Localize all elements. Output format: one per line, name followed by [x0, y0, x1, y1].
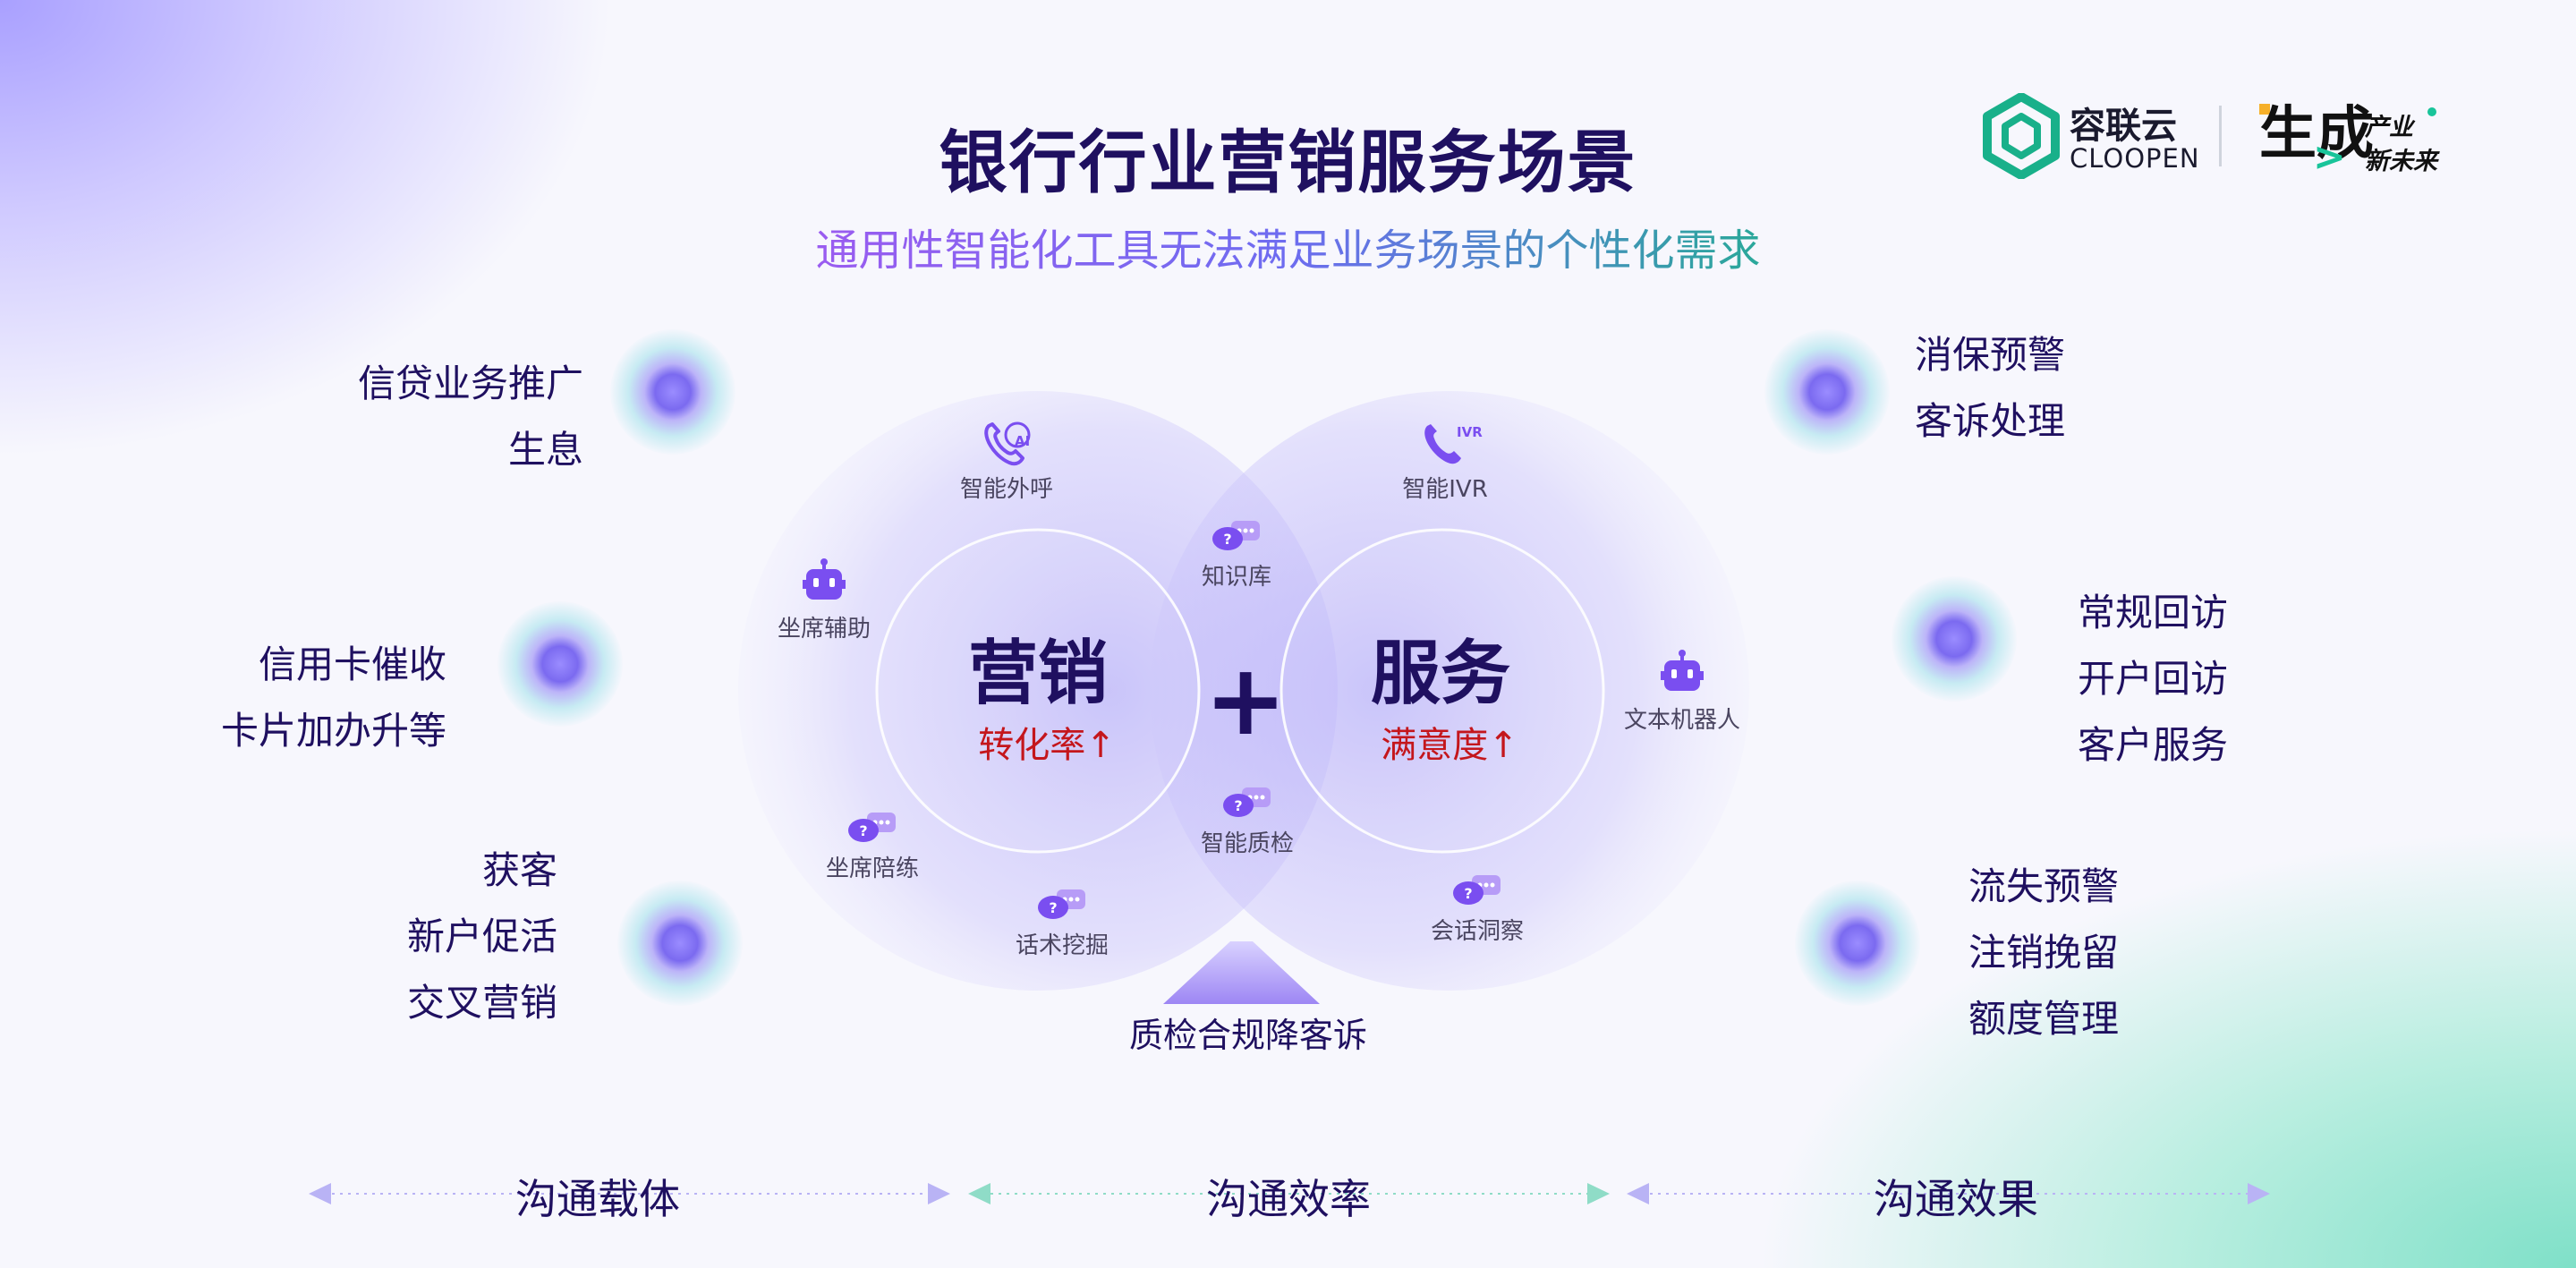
- service-title: 服务: [1370, 634, 1510, 714]
- ronglian-logo: 容联云 CLOOPEN: [1982, 91, 2199, 181]
- node-training: ? 坐席陪练: [825, 811, 920, 883]
- page-subtitle: 通用性智能化工具无法满足业务场景的个性化需求: [815, 226, 1761, 276]
- qa-chat-icon: ?: [1212, 521, 1260, 550]
- node-assist: 坐席辅助: [775, 558, 873, 643]
- scenario-text: 开户回访: [2078, 657, 2229, 701]
- plus-icon: +: [1204, 643, 1288, 757]
- marketing-metric: 转化率↑: [978, 725, 1116, 766]
- logo-square-dot: [2259, 104, 2270, 115]
- scenario-text: 交叉营销: [406, 981, 557, 1025]
- left-orb-1: [610, 329, 735, 455]
- axis-label-carrier: 沟通载体: [515, 1175, 680, 1223]
- logo-divider: [2219, 106, 2222, 166]
- badge-text: IVR: [1457, 424, 1483, 440]
- node-label: 智能IVR: [1402, 476, 1488, 503]
- node-label: 坐席陪练: [825, 855, 919, 882]
- axis-label-efficiency: 沟通效率: [1206, 1175, 1371, 1223]
- robot-icon: [803, 558, 846, 600]
- node-quality: ? 智能质检: [1195, 786, 1299, 858]
- svg-text:?: ?: [859, 822, 867, 839]
- ronglian-logo-en: CLOOPEN: [2070, 143, 2200, 174]
- scenario-text: 额度管理: [1968, 997, 2120, 1041]
- node-label: 会话洞察: [1430, 918, 1524, 945]
- node-label: 知识库: [1201, 564, 1271, 591]
- qa-chat-icon: ?: [1223, 787, 1271, 817]
- right-orb-1: [1764, 329, 1890, 455]
- scenario-text: 获客: [481, 848, 557, 892]
- left-orb-2: [497, 601, 623, 727]
- bottom-note: 质检合规降客诉: [1129, 1016, 1368, 1055]
- left-group-2: 信用卡催收 卡片加办升等: [221, 632, 446, 764]
- scenario-text: 常规回访: [2078, 591, 2229, 634]
- shengcheng-logo-line1: 产业: [2365, 114, 2413, 141]
- node-label: 智能外呼: [959, 476, 1053, 503]
- node-textbot: 文本机器人: [1621, 650, 1743, 735]
- scenario-text: 信贷业务推广: [357, 362, 583, 405]
- axis-label-effect: 沟通效果: [1874, 1175, 2038, 1223]
- right-group-1: 消保预警 客诉处理: [1915, 322, 2065, 455]
- right-orb-2: [1892, 576, 2017, 702]
- scenario-text: 消保预警: [1915, 333, 2066, 377]
- shengcheng-logo-big: 生成: [2259, 101, 2374, 167]
- scenario-text: 卡片加办升等: [220, 709, 446, 753]
- shengcheng-logo: 生成 > 产业 新未来: [2259, 88, 2447, 180]
- svg-text:?: ?: [1049, 899, 1057, 916]
- phone-ivr-icon: [1424, 424, 1461, 464]
- service-metric: 满意度↑: [1381, 725, 1518, 766]
- scenario-text: 生息: [507, 428, 583, 472]
- logo-round-dot: [2427, 107, 2436, 116]
- node-label: 坐席辅助: [777, 616, 871, 643]
- node-label: 智能质检: [1200, 830, 1294, 857]
- scenario-text: 流失预警: [1968, 864, 2120, 908]
- right-group-2: 常规回访 开户回访 客户服务: [2078, 580, 2228, 779]
- left-group-1: 信贷业务推广 生息: [358, 351, 583, 483]
- bottom-triangle: [1163, 941, 1320, 1004]
- node-label: 话术挖掘: [1015, 932, 1109, 959]
- node-insight: ? 会话洞察: [1428, 873, 1526, 946]
- logo-arrow-icon: >: [2313, 134, 2346, 180]
- badge-text: AI: [1015, 433, 1031, 449]
- phone-ai-icon: [984, 421, 1031, 466]
- ronglian-logo-cn: 容联云: [2070, 106, 2177, 147]
- qa-chat-icon: ?: [1038, 889, 1085, 919]
- scenario-text: 客户服务: [2078, 723, 2229, 767]
- scenario-text: 信用卡催收: [258, 643, 446, 686]
- node-mining: ? 话术挖掘: [1013, 888, 1111, 960]
- right-group-3: 流失预警 注销挽留 额度管理: [1968, 854, 2119, 1052]
- page-title: 银行行业营销服务场景: [939, 123, 1637, 202]
- marketing-title: 营销: [967, 634, 1108, 714]
- svg-text:?: ?: [1464, 885, 1472, 902]
- right-orb-3: [1795, 881, 1920, 1006]
- qa-chat-icon: ?: [1453, 875, 1501, 905]
- node-ivr: IVR 智能IVR: [1396, 421, 1494, 504]
- scenario-text: 新户促活: [406, 915, 557, 958]
- svg-text:?: ?: [1223, 531, 1231, 548]
- ronglian-hex-icon: [1983, 93, 2060, 179]
- qa-chat-icon: ?: [848, 813, 896, 842]
- scenario-text: 客诉处理: [1915, 399, 2066, 443]
- robot-icon: [1661, 650, 1704, 691]
- scenario-text: 注销挽留: [1968, 931, 2120, 974]
- node-label: 文本机器人: [1623, 707, 1740, 734]
- left-orb-3: [617, 881, 743, 1006]
- left-group-3: 获客 新户促活 交叉营销: [407, 838, 557, 1036]
- node-outbound: AI 智能外呼: [957, 421, 1056, 504]
- svg-text:?: ?: [1234, 797, 1242, 814]
- node-knowledge: ? 知识库: [1192, 519, 1281, 591]
- shengcheng-logo-line2: 新未来: [2365, 148, 2437, 175]
